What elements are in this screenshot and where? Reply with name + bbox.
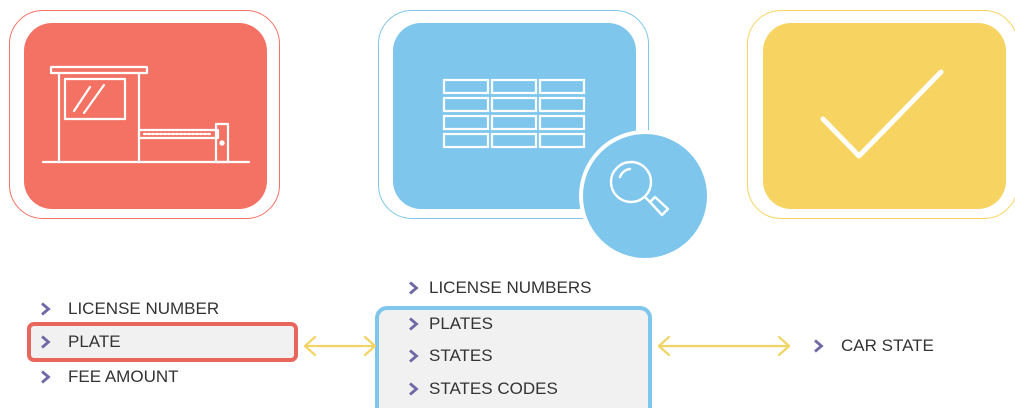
middle-list-item: PLATES	[408, 312, 493, 336]
list-item-label: LICENSE NUMBERS	[429, 278, 592, 297]
chevron-right-icon	[814, 339, 824, 353]
list-item-label: STATES CODES	[429, 379, 558, 398]
list-item-label: LICENSE NUMBER	[68, 299, 220, 318]
chevron-right-icon	[41, 370, 51, 384]
list-item-label: PLATE	[68, 332, 121, 351]
chevron-right-icon	[41, 335, 51, 349]
left-list-item: FEE AMOUNT	[40, 365, 179, 389]
chevron-right-icon	[409, 281, 419, 295]
middle-list-item: STATES	[408, 344, 493, 368]
left-list-item: PLATE	[40, 330, 121, 354]
list-item-label: PLATES	[429, 314, 493, 333]
list-item-label: STATES	[429, 346, 493, 365]
search-icon	[579, 130, 711, 262]
list-item-label: FEE AMOUNT	[68, 367, 179, 386]
right-list-item: CAR STATE	[813, 334, 934, 358]
double-arrow-right	[657, 335, 791, 357]
middle-list-item: LICENSE NUMBERS	[408, 276, 591, 300]
plate-highlight-box	[27, 322, 298, 362]
middle-list-item: STATES CODES	[408, 377, 558, 401]
list-item-label: CAR STATE	[841, 336, 934, 355]
toll-gate-icon	[41, 65, 251, 164]
chevron-right-icon	[41, 302, 51, 316]
card-result-fill	[763, 23, 1006, 209]
chevron-right-icon	[409, 317, 419, 331]
left-list-item: LICENSE NUMBER	[40, 297, 219, 321]
fields-box	[375, 306, 652, 408]
chevron-right-icon	[409, 349, 419, 363]
double-arrow-left	[303, 335, 377, 357]
chevron-right-icon	[409, 382, 419, 396]
card-toll-booth-fill	[24, 23, 267, 209]
table-grid-icon	[442, 78, 586, 149]
checkmark-icon	[820, 69, 944, 159]
